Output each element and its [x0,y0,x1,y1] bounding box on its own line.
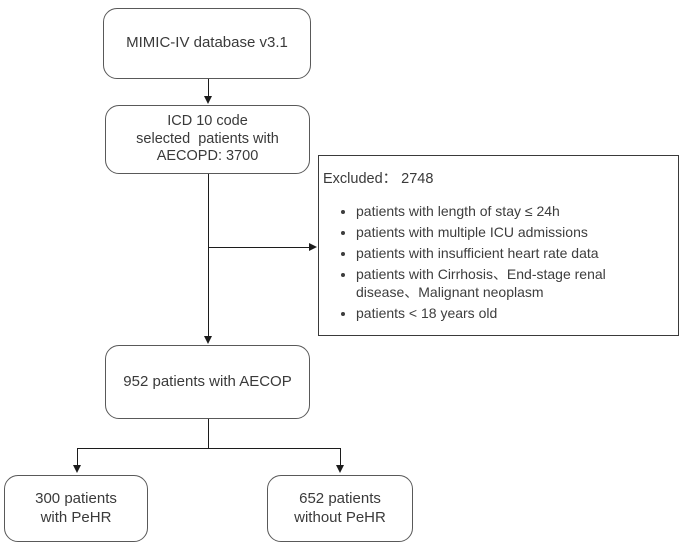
arrowhead-down-icon [73,465,81,473]
excluded-bullet: patients with insufficient heart rate da… [356,245,670,263]
connector-to-excluded-line [209,247,309,249]
connector-cohort-branch-stem [208,419,210,448]
arrowhead-down-icon [336,465,344,473]
connector-cohort-branch-crossbar [77,448,341,450]
connector-db-to-icd-line [208,79,210,96]
excluded-bullet: patients with Cirrhosis、End-stage renal … [356,266,670,302]
connector-icd-to-cohort-line [208,174,210,337]
excluded-title: Excluded： 2748 [323,171,434,187]
connector-branch-right-line [340,448,342,466]
arrowhead-down-icon [204,96,212,104]
excluded-bullet: patients < 18 years old [356,305,670,323]
node-cohort-label: 952 patients with AECOP [123,372,292,390]
arrowhead-right-icon [309,243,317,251]
node-mimic-database: MIMIC-IV database v3.1 [103,8,311,79]
node-cohort: 952 patients with AECOP [105,345,310,419]
node-without-pehr-label: 652 patients without PeHR [294,489,386,526]
node-excluded: Excluded： 2748 patients with length of s… [318,155,679,336]
excluded-bullet: patients with length of stay ≤ 24h [356,203,670,221]
node-icd-selection-label: ICD 10 code selected patients with AECOP… [136,113,279,165]
connector-branch-left-line [77,448,79,466]
node-with-pehr-label: 300 patients with PeHR [35,489,117,526]
excluded-bullet-list: patients with length of stay ≤ 24h patie… [319,203,670,322]
node-without-pehr: 652 patients without PeHR [267,475,413,542]
excluded-bullet: patients with multiple ICU admissions [356,224,670,242]
node-with-pehr: 300 patients with PeHR [4,475,148,542]
node-icd-selection: ICD 10 code selected patients with AECOP… [105,105,310,174]
node-mimic-database-label: MIMIC-IV database v3.1 [126,34,288,52]
arrowhead-down-icon [204,336,212,344]
